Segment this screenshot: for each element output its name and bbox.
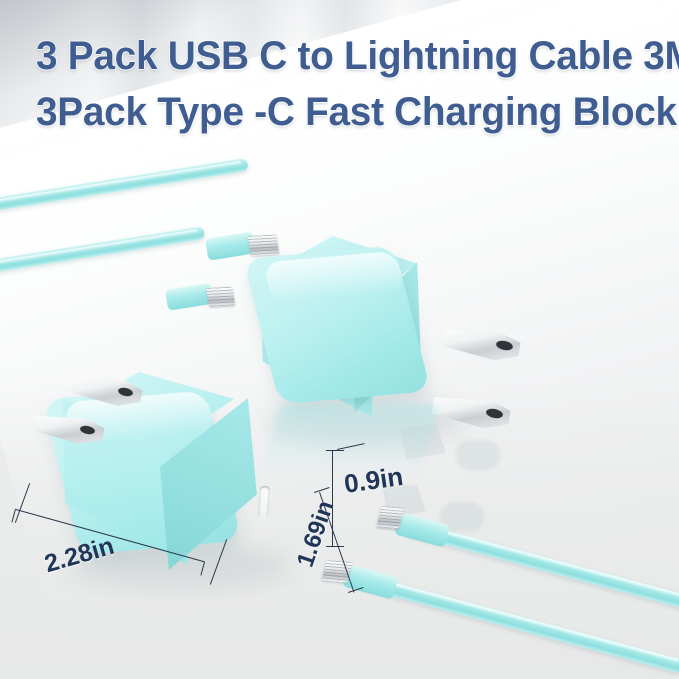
- lightning-connector-icon: [206, 286, 236, 307]
- title-overlay: 3 Pack USB C to Lightning Cable 3M 3Pack…: [36, 28, 679, 140]
- title-line-2: 3Pack Type -C Fast Charging Block: [36, 90, 677, 134]
- title-line-1: 3 Pack USB C to Lightning Cable 3M: [36, 34, 679, 78]
- usb-c-connector-icon: [321, 560, 353, 583]
- usb-c-connector-icon: [248, 234, 280, 256]
